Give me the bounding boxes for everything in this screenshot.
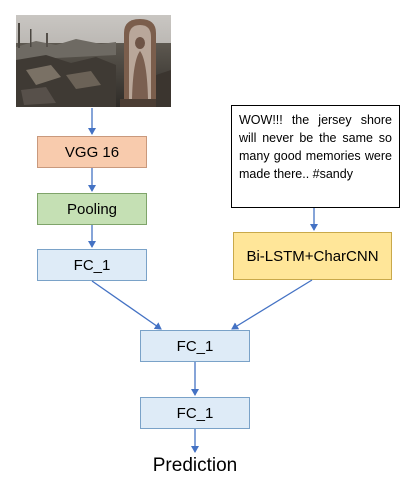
- bilstm-charcnn-label: Bi-LSTM+CharCNN: [246, 247, 379, 265]
- prediction-label: Prediction: [152, 455, 238, 476]
- fc-left-label: FC_1: [73, 256, 111, 274]
- arrow-bilstm-to-merge: [231, 279, 313, 330]
- bilstm-charcnn-node: Bi-LSTM+CharCNN: [233, 232, 392, 280]
- pooling-label: Pooling: [66, 200, 118, 218]
- fc-merge-node: FC_1: [140, 330, 250, 362]
- fc-final-label: FC_1: [176, 404, 214, 422]
- pooling-node: Pooling: [37, 193, 147, 225]
- fc-final-node: FC_1: [140, 397, 250, 429]
- fc-merge-label: FC_1: [176, 337, 214, 355]
- tweet-text-box: WOW!!! the jersey shore will never be th…: [231, 105, 400, 208]
- input-image: [16, 15, 171, 107]
- vgg16-node: VGG 16: [37, 136, 147, 168]
- disaster-scene-photo: [16, 15, 171, 107]
- tweet-text: WOW!!! the jersey shore will never be th…: [239, 113, 392, 181]
- vgg16-label: VGG 16: [64, 143, 120, 161]
- fc-left-node: FC_1: [37, 249, 147, 281]
- arrow-fc-to-merge: [91, 280, 162, 330]
